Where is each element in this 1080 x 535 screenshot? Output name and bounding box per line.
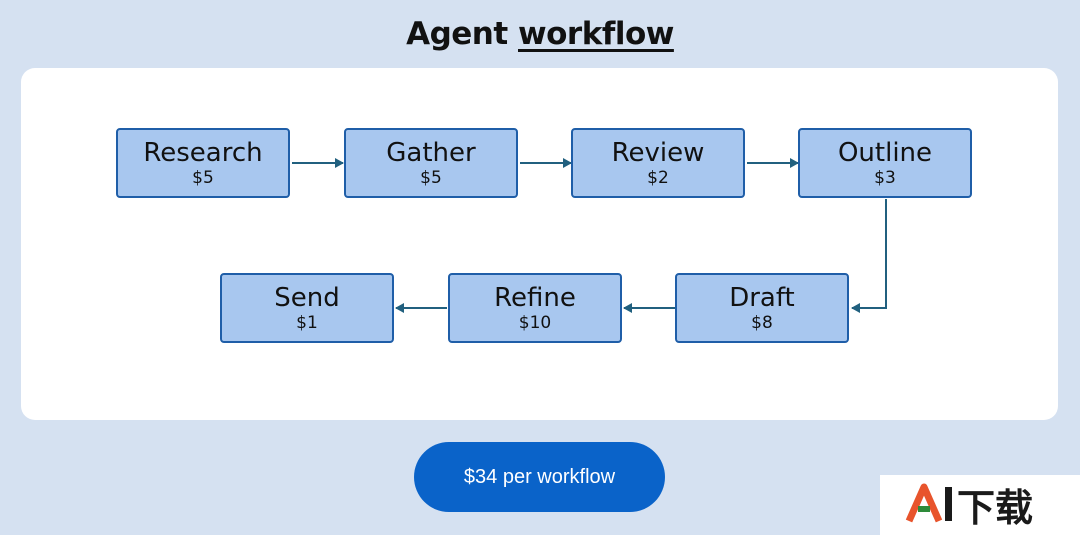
node-outline: Outline $3 [798, 128, 972, 198]
node-name: Research [143, 138, 263, 168]
svg-text:下载: 下载 [957, 486, 1033, 530]
node-cost: $5 [420, 168, 442, 188]
node-draft: Draft $8 [675, 273, 849, 343]
node-name: Draft [729, 283, 795, 313]
node-name: Review [611, 138, 705, 168]
title-text: Agent [406, 16, 508, 52]
node-send: Send $1 [220, 273, 394, 343]
node-cost: $2 [647, 168, 669, 188]
title-underlined-text: workflow [518, 16, 674, 52]
node-gather: Gather $5 [344, 128, 518, 198]
node-name: Send [274, 283, 340, 313]
node-cost: $5 [192, 168, 214, 188]
node-cost: $8 [751, 313, 773, 333]
node-research: Research $5 [116, 128, 290, 198]
node-cost: $3 [874, 168, 896, 188]
watermark-logo: 下载 [880, 475, 1080, 535]
node-review: Review $2 [571, 128, 745, 198]
node-cost: $10 [518, 313, 552, 333]
total-cost-badge: $34 per workflow [414, 442, 665, 512]
node-name: Outline [837, 138, 933, 168]
diagram-title: Agent workflow [0, 16, 1080, 52]
node-refine: Refine $10 [448, 273, 622, 343]
arrow-outline-to-draft [851, 199, 887, 313]
node-name: Gather [386, 138, 476, 168]
node-cost: $1 [296, 313, 318, 333]
watermark-logo-icon: 下载 [905, 483, 1033, 530]
node-name: Refine [494, 283, 576, 313]
